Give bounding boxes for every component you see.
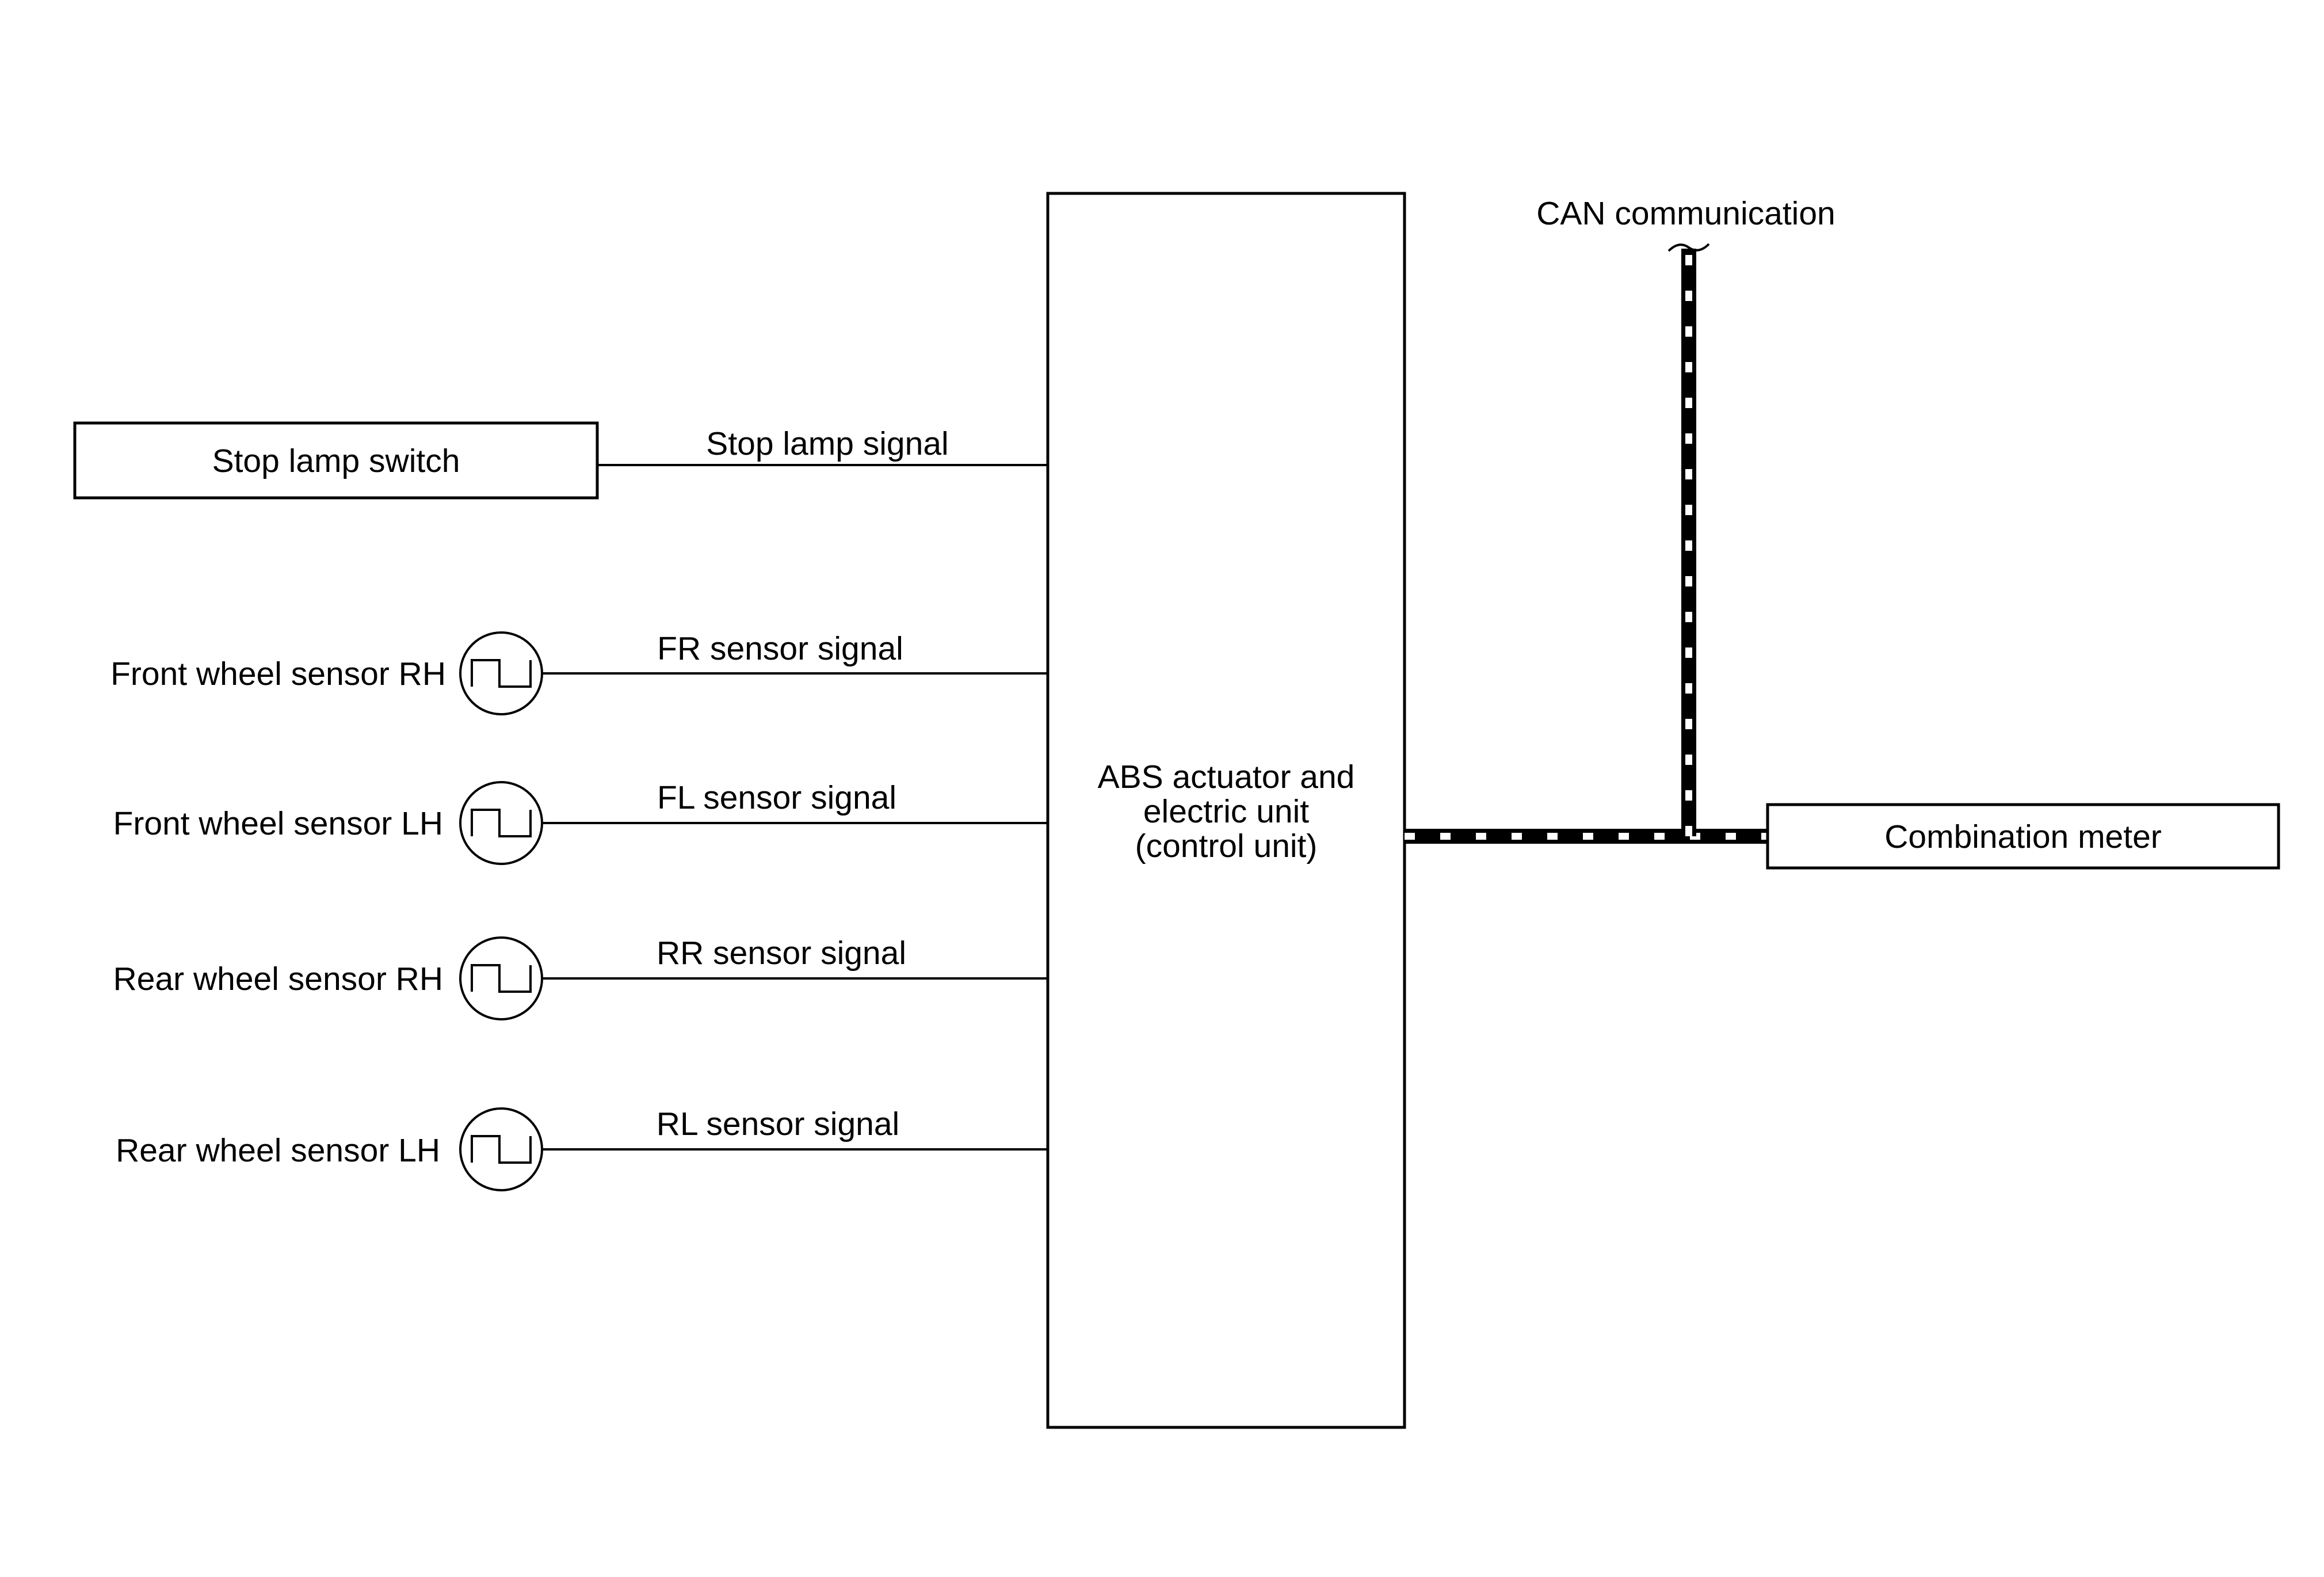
stop-lamp-group: Stop lamp switch Stop lamp signal	[73, 421, 1048, 500]
can-bus: CAN communication	[1405, 195, 1835, 844]
stop-lamp-switch-box	[73, 421, 599, 500]
sensor-signal-label: RR sensor signal	[657, 935, 906, 972]
control-unit-box	[1046, 192, 1406, 1429]
pulse-waveform-icon	[471, 964, 532, 993]
sensor-rear-lh: Rear wheel sensor LH RL sensor signal	[116, 1106, 1048, 1191]
sensor-front-rh: Front wheel sensor RH FR sensor signal	[110, 630, 1048, 715]
combination-meter-label: Combination meter	[1884, 818, 2162, 855]
sensor-label: Rear wheel sensor LH	[116, 1132, 440, 1169]
can-communication-label: CAN communication	[1536, 195, 1835, 232]
stop-lamp-signal-label: Stop lamp signal	[706, 425, 948, 462]
sensor-signal-label: FR sensor signal	[657, 630, 903, 667]
sensor-rear-rh: Rear wheel sensor RH RR sensor signal	[113, 935, 1048, 1020]
control-unit-label-line-3: (control unit)	[1135, 828, 1318, 864]
sensor-label: Front wheel sensor LH	[113, 805, 443, 842]
control-unit-label-line-1: ABS actuator and	[1098, 759, 1355, 795]
stop-lamp-switch-label: Stop lamp switch	[212, 443, 460, 479]
pulse-waveform-icon	[471, 809, 532, 837]
sensor-label: Front wheel sensor RH	[110, 656, 446, 692]
pulse-waveform-icon	[471, 1135, 532, 1164]
control-unit-block: ABS actuator and electric unit (control …	[1046, 192, 1406, 1429]
combination-meter-group: Combination meter	[1766, 803, 2280, 870]
control-unit-label-line-2: electric unit	[1143, 793, 1309, 830]
sensor-signal-label: FL sensor signal	[657, 779, 896, 816]
sensor-front-lh: Front wheel sensor LH FL sensor signal	[113, 779, 1048, 865]
sensor-label: Rear wheel sensor RH	[113, 961, 443, 997]
pulse-waveform-icon	[471, 659, 532, 688]
sensor-signal-label: RL sensor signal	[657, 1106, 899, 1142]
can-bus-termination-icon	[1667, 243, 1710, 252]
combination-meter-box	[1766, 803, 2280, 870]
